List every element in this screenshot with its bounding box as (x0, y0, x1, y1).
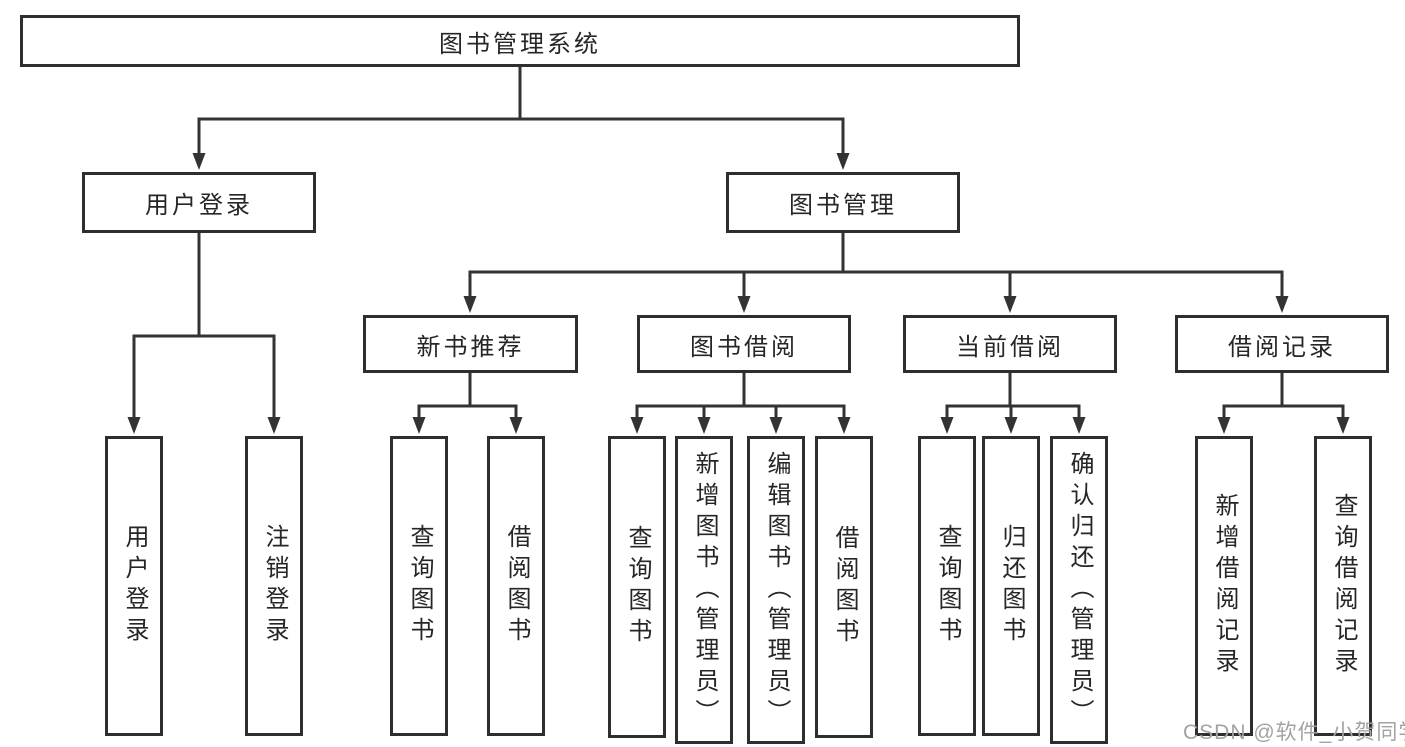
node-label: 用户登录 (145, 192, 253, 219)
node-label: 编辑图书（管理员） (763, 450, 790, 730)
node-label: 借阅图书 (831, 525, 858, 649)
node-label: 当前借阅 (956, 333, 1064, 361)
leaf-confirm-return-admin: 确认归还（管理员） (1050, 436, 1108, 744)
node-user-login: 用户登录 (82, 172, 316, 233)
node-label: 图书管理 (789, 192, 897, 219)
leaf-borrow-book-borrowing: 借阅图书 (815, 436, 873, 738)
node-label: 查询图书 (934, 524, 961, 648)
arrowhead (1004, 417, 1018, 434)
node-label: 图书借阅 (690, 333, 798, 361)
node-book-management: 图书管理 (726, 172, 960, 233)
arrowhead (127, 417, 141, 434)
node-current-borrowing: 当前借阅 (903, 315, 1117, 373)
leaf-user-login: 用户登录 (105, 436, 163, 736)
arrowhead (1072, 417, 1086, 434)
node-label: 借阅记录 (1228, 333, 1336, 361)
node-label: 新增图书（管理员） (691, 450, 718, 730)
node-label: 图书管理系统 (439, 30, 601, 58)
arrowhead (1275, 296, 1289, 313)
arrowhead (1003, 296, 1017, 313)
node-label: 借阅图书 (503, 524, 530, 648)
node-label: 归还图书 (998, 524, 1025, 648)
node-label: 查询图书 (624, 525, 651, 649)
node-new-book-recommend: 新书推荐 (363, 315, 578, 373)
arrowhead (737, 296, 751, 313)
leaf-query-borrow-record: 查询借阅记录 (1314, 436, 1372, 736)
csdn-watermark: CSDN @软件_小贺同学 (1183, 721, 1405, 744)
leaf-query-book-recommend: 查询图书 (390, 436, 448, 736)
arrowhead (630, 417, 644, 434)
node-label: 查询图书 (406, 524, 433, 648)
node-label: 用户登录 (121, 524, 148, 648)
node-label: 确认归还（管理员） (1066, 450, 1093, 730)
node-label: 新增借阅记录 (1211, 493, 1238, 679)
arrowhead (267, 417, 281, 434)
arrowhead (1217, 417, 1231, 434)
arrowhead (1336, 417, 1350, 434)
arrowhead (836, 153, 850, 170)
arrowhead (837, 417, 851, 434)
arrowhead (509, 417, 523, 434)
arrowhead (463, 296, 477, 313)
arrowhead (940, 417, 954, 434)
node-label: 新书推荐 (416, 333, 525, 361)
node-label: 注销登录 (261, 524, 288, 648)
leaf-query-book-borrowing: 查询图书 (608, 436, 666, 738)
leaf-edit-book-admin: 编辑图书（管理员） (747, 436, 805, 744)
arrowhead (412, 417, 426, 434)
node-label: 查询借阅记录 (1330, 493, 1357, 679)
leaf-return-book: 归还图书 (982, 436, 1040, 736)
arrowhead (697, 417, 711, 434)
node-library-system: 图书管理系统 (20, 15, 1020, 67)
leaf-query-book-current: 查询图书 (918, 436, 976, 736)
node-borrowing-records: 借阅记录 (1175, 315, 1389, 373)
arrowhead (192, 153, 206, 170)
node-book-borrowing: 图书借阅 (637, 315, 851, 373)
arrowhead (769, 417, 783, 434)
leaf-add-book-admin: 新增图书（管理员） (675, 436, 733, 744)
leaf-logout-login: 注销登录 (245, 436, 303, 736)
leaf-add-borrow-record: 新增借阅记录 (1195, 436, 1253, 736)
leaf-borrow-book-recommend: 借阅图书 (487, 436, 545, 736)
